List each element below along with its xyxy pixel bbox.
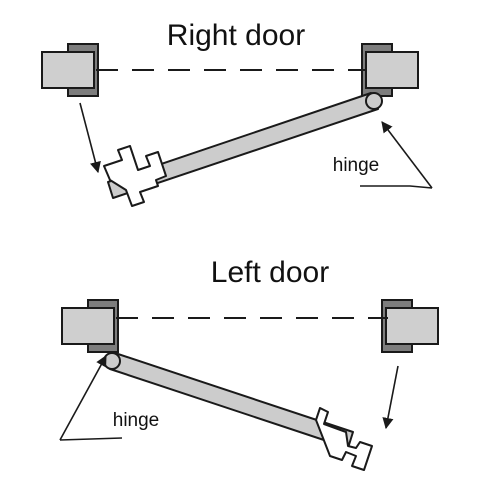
right-door-slab (103, 92, 383, 207)
right-door-title: Right door (167, 19, 305, 52)
left-door-swing-arrow (382, 365, 399, 430)
left-door-title: Left door (211, 256, 329, 289)
right-door-figure: Right door hinge (41, 19, 433, 207)
left-door-hinge-label: hinge (113, 410, 160, 431)
left-door-slab (103, 352, 373, 471)
right-door-swing-arrow (79, 102, 101, 174)
right-door-left-jamb (41, 43, 99, 97)
left-door-right-jamb (381, 299, 439, 353)
right-door-hinge-label: hinge (333, 155, 380, 176)
right-door-hinge-pointer (360, 121, 433, 189)
left-door-hinge-pointer (59, 355, 123, 441)
left-door-figure: Left door hinge (59, 256, 439, 471)
left-door-left-jamb (61, 299, 119, 353)
right-door-right-jamb (361, 43, 419, 97)
